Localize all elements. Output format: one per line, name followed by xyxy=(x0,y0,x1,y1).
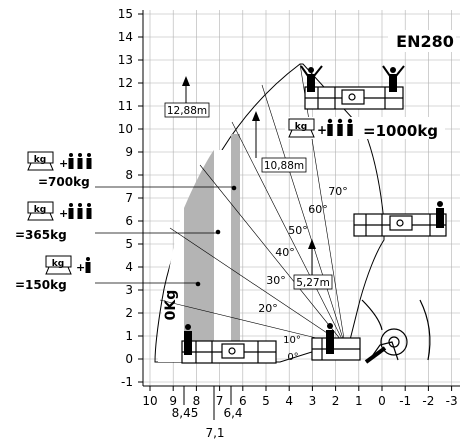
top-load-legend: kg + =1000kg xyxy=(285,117,445,140)
x-tick-label: 10 xyxy=(142,394,157,408)
y-tick-label: 2 xyxy=(125,306,133,320)
y-tick-label: 9 xyxy=(125,145,133,159)
height-label-3: 5,27m xyxy=(296,277,330,289)
zero-kg-label: 0Kg xyxy=(163,290,179,321)
person-icon xyxy=(436,201,444,228)
y-tick-label: -1 xyxy=(121,375,133,389)
x-tick-label: -3 xyxy=(446,394,458,408)
height-marker-3: 5,27m xyxy=(293,239,333,290)
weight-kg-text: kg xyxy=(52,259,64,269)
boom-angle-lines xyxy=(159,63,346,346)
basket-right xyxy=(353,201,447,237)
height-label-2: 10,88m xyxy=(264,160,304,172)
person-icon xyxy=(326,323,334,354)
y-tick-label: 13 xyxy=(118,53,133,67)
zone-150kg-strip xyxy=(214,150,231,362)
machine-chassis xyxy=(361,299,431,364)
model-label: EN280 xyxy=(396,32,454,51)
load-legend-150kg: kg + =150kg xyxy=(15,255,91,292)
load-legend-365kg: kg + =365kg xyxy=(15,201,92,242)
x-tick-label: 6 xyxy=(239,394,247,408)
angle-10: 10° xyxy=(283,335,301,346)
y-tick-label: 7 xyxy=(125,191,133,205)
basket-top xyxy=(300,65,405,110)
angle-70: 70° xyxy=(328,185,348,198)
person-icon xyxy=(68,153,92,169)
angle-50: 50° xyxy=(288,224,308,237)
height-marker-1: 12,88m xyxy=(164,76,210,118)
height-marker-2: 10,88m xyxy=(252,111,307,173)
plus-sign: + xyxy=(317,123,327,137)
working-envelope xyxy=(154,63,385,363)
angle-20: 20° xyxy=(258,302,278,315)
label-845: 8,45 xyxy=(172,406,199,420)
y-tick-label: 5 xyxy=(125,237,133,251)
weight-kg-text: kg xyxy=(295,122,307,132)
x-tick-label: -1 xyxy=(399,394,411,408)
y-tick-label: 6 xyxy=(125,214,133,228)
top-load-value: =1000kg xyxy=(363,122,438,140)
weight-icon: kg xyxy=(27,201,54,221)
y-tick-label: 11 xyxy=(118,99,133,113)
weight-kg-text: kg xyxy=(34,155,46,165)
height-label-1: 12,88m xyxy=(167,105,207,117)
load-legend-700kg: kg + =700kg xyxy=(27,151,92,189)
y-tick-label: 10 xyxy=(118,122,133,136)
weight-icon: kg xyxy=(45,255,72,275)
x-tick-label: 5 xyxy=(262,394,270,408)
y-tick-label: 14 xyxy=(118,30,133,44)
zone-dot-2 xyxy=(215,229,221,235)
x-tick-label: 4 xyxy=(285,394,293,408)
zero-kg-zone xyxy=(157,200,185,362)
x-tick-label: 2 xyxy=(332,394,340,408)
x-tick-label: 3 xyxy=(309,394,317,408)
y-tick-label: 15 xyxy=(118,7,133,21)
y-tick-label: 3 xyxy=(125,283,133,297)
label-71: 7,1 xyxy=(205,426,224,440)
y-tick-label: 0 xyxy=(125,352,133,366)
x-tick-label: 7 xyxy=(216,394,224,408)
y-tick-label: 8 xyxy=(125,168,133,182)
person-icon xyxy=(68,203,92,219)
plus-sign: + xyxy=(76,261,85,274)
person-icon xyxy=(300,65,405,92)
y-tick-label: 1 xyxy=(125,329,133,343)
x-tick-label: -2 xyxy=(422,394,434,408)
plus-sign: + xyxy=(59,207,68,220)
plus-sign: + xyxy=(59,157,68,170)
person-icon xyxy=(85,257,91,273)
zone-700kg xyxy=(184,150,214,362)
x-tick-label: 1 xyxy=(355,394,363,408)
angle-0: 0° xyxy=(287,352,298,363)
angle-40: 40° xyxy=(275,246,295,259)
model-label-box xyxy=(388,30,456,52)
weight-kg-text: kg xyxy=(34,205,46,215)
weight-icon: kg xyxy=(288,118,315,138)
zone-dot-1 xyxy=(231,185,237,191)
load-value-365kg: =365kg xyxy=(15,228,67,242)
load-value-700kg: =700kg xyxy=(38,175,90,189)
x-tick-label: 8 xyxy=(193,394,201,408)
y-tick-label: 12 xyxy=(118,76,133,90)
angle-30: 30° xyxy=(266,274,286,287)
basket-bottom xyxy=(181,324,277,364)
basket-machine xyxy=(311,323,361,361)
load-value-150kg: =150kg xyxy=(15,278,67,292)
zone-365kg xyxy=(231,134,240,362)
x-tick-label: 0 xyxy=(378,394,386,408)
x-tick-label: 9 xyxy=(169,394,177,408)
label-64: 6,4 xyxy=(223,406,242,420)
person-icon xyxy=(327,118,353,136)
zone-dot-3 xyxy=(195,281,201,287)
angle-60: 60° xyxy=(308,203,328,216)
y-tick-label: 4 xyxy=(125,260,133,274)
person-icon xyxy=(184,324,192,355)
weight-icon: kg xyxy=(27,151,54,171)
